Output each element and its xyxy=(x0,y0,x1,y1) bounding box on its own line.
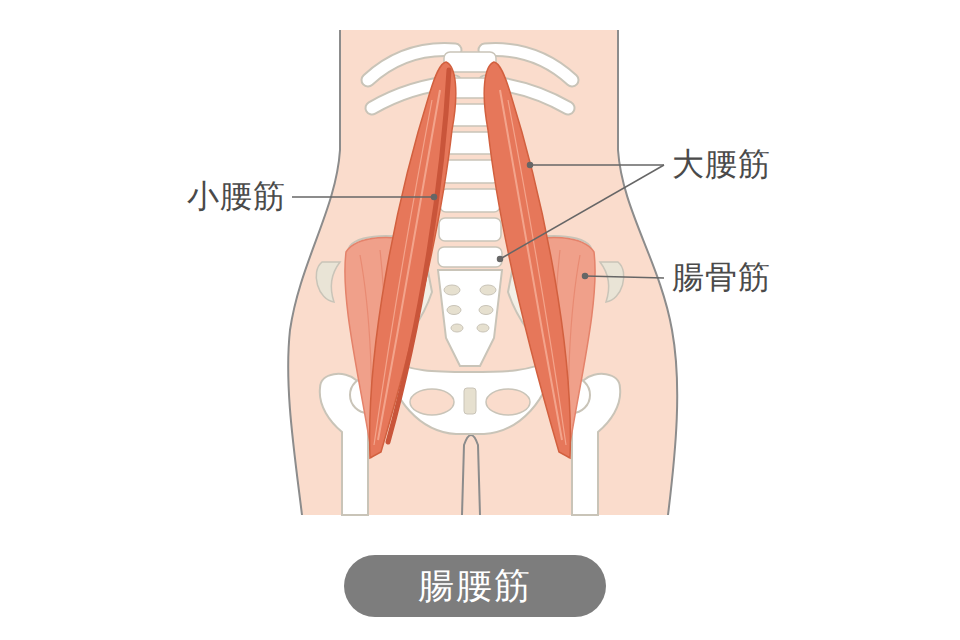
part-label: 腸骨筋 xyxy=(672,260,771,295)
muscles-left xyxy=(345,62,456,458)
title-pill: 腸腰筋 xyxy=(344,555,606,617)
body-outline xyxy=(288,30,677,515)
bones-right xyxy=(485,50,624,515)
part-label: 小腰筋 xyxy=(187,179,286,214)
muscles-right xyxy=(484,62,595,458)
part-label: 大腰筋 xyxy=(672,147,771,182)
bones-left xyxy=(316,50,455,515)
pelvic-ring xyxy=(385,358,555,434)
pill-text: 腸腰筋 xyxy=(418,566,532,606)
psoas-minor xyxy=(388,70,449,442)
sacrum xyxy=(438,270,502,366)
inner-thigh-outline xyxy=(462,435,480,515)
leader-lines xyxy=(292,163,664,279)
body-silhouette xyxy=(288,30,677,515)
